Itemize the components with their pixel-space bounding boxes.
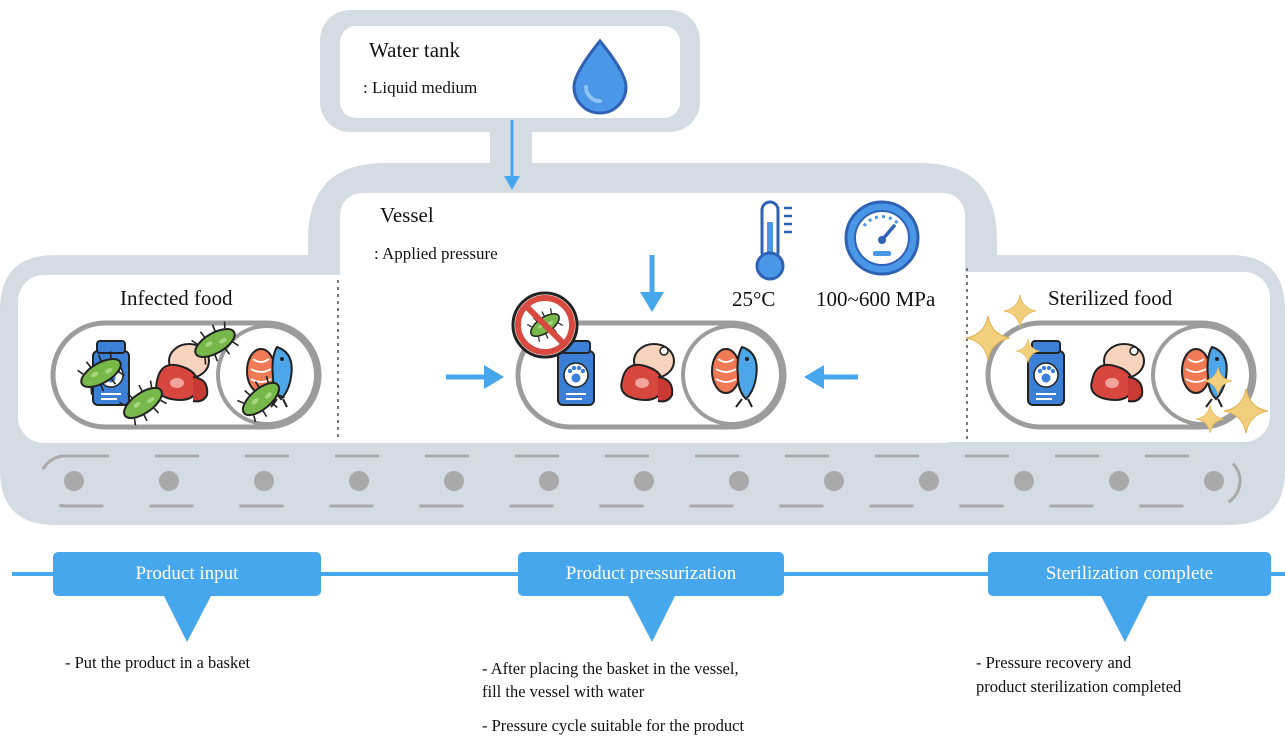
stage-label-complete: Sterilization complete bbox=[1045, 563, 1214, 584]
conveyor-roller bbox=[349, 471, 369, 491]
stage-note-pressurization-3: - Pressure cycle suitable for the produc… bbox=[482, 716, 745, 735]
vessel-title: Vessel bbox=[380, 203, 434, 227]
water-tank-title: Water tank bbox=[369, 38, 461, 62]
temperature-label: 25°C bbox=[732, 287, 776, 311]
conveyor-roller bbox=[1109, 471, 1129, 491]
basket-infected bbox=[53, 316, 319, 431]
conveyor-roller bbox=[729, 471, 749, 491]
stage-note-pressurization-2: fill the vessel with water bbox=[482, 682, 645, 701]
pressure-arrow-icon bbox=[446, 255, 858, 389]
pressure-label: 100~600 MPa bbox=[816, 287, 936, 311]
conveyor-roller bbox=[64, 471, 84, 491]
stage-label-pressurization: Product pressurization bbox=[565, 563, 737, 584]
water-drop-icon bbox=[572, 38, 628, 115]
stage-box-complete bbox=[988, 552, 1271, 596]
thermometer-icon bbox=[755, 200, 792, 281]
water-tank-subtitle: : Liquid medium bbox=[363, 78, 478, 97]
stage-note-complete-1: - Pressure recovery and bbox=[976, 653, 1132, 672]
conveyor-roller bbox=[919, 471, 939, 491]
stage-box-input bbox=[53, 552, 321, 596]
conveyor-roller bbox=[1014, 471, 1034, 491]
conveyor-roller bbox=[254, 471, 274, 491]
sterilized-food-title: Sterilized food bbox=[1048, 286, 1173, 310]
stage-note-complete-2: product sterilization completed bbox=[976, 677, 1182, 696]
vessel-subtitle: : Applied pressure bbox=[374, 244, 498, 263]
timeline bbox=[12, 552, 1285, 642]
water-flow-arrow-icon bbox=[504, 120, 520, 190]
stage-box-pressurization bbox=[518, 552, 784, 596]
stage-note-input: - Put the product in a basket bbox=[65, 653, 251, 672]
stage-label-input: Product input bbox=[135, 563, 239, 584]
infected-food-title: Infected food bbox=[120, 286, 233, 310]
conveyor-roller bbox=[824, 471, 844, 491]
conveyor-roller bbox=[1204, 471, 1224, 491]
stage-note-pressurization-1: - After placing the basket in the vessel… bbox=[482, 659, 739, 678]
conveyor-roller bbox=[159, 471, 179, 491]
conveyor-belt bbox=[38, 454, 1242, 508]
no-bacteria-icon bbox=[511, 291, 579, 359]
conveyor-roller bbox=[444, 471, 464, 491]
conveyor-roller bbox=[539, 471, 559, 491]
conveyor-roller bbox=[634, 471, 654, 491]
pressure-gauge-icon bbox=[844, 200, 920, 276]
